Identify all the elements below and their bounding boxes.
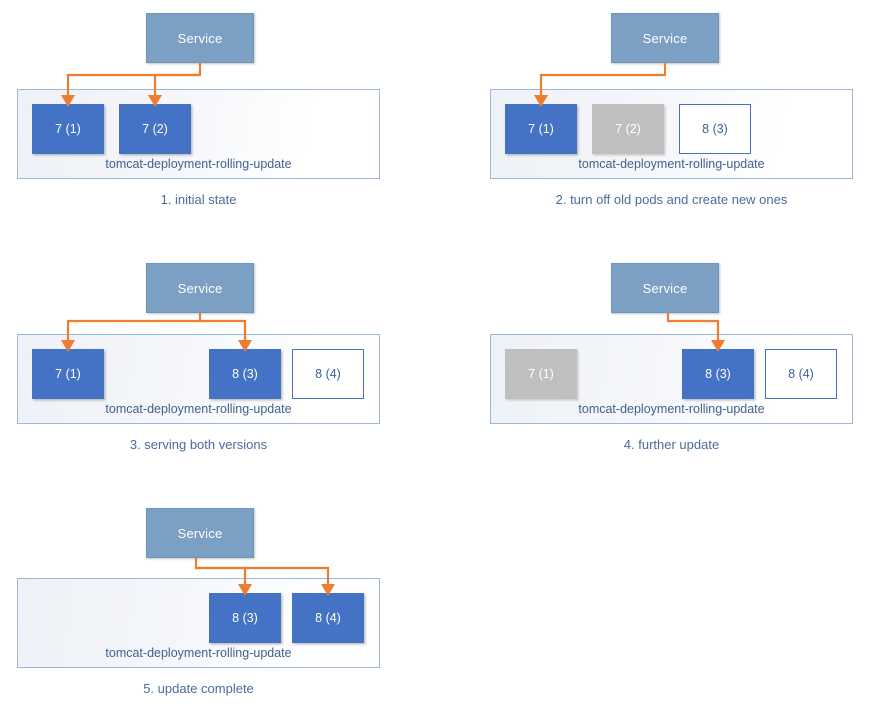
pod-8-4[interactable]: 8 (4) [765,349,837,399]
service-box[interactable]: Service [611,13,719,63]
panel-caption: 2. turn off old pods and create new ones [490,192,853,207]
deployment-label: tomcat-deployment-rolling-update [578,402,765,416]
pod-label: 7 (1) [528,122,554,136]
service-label: Service [177,280,223,296]
pod-8-3[interactable]: 8 (3) [209,349,281,399]
service-box[interactable]: Service [146,13,254,63]
deployment-label: tomcat-deployment-rolling-update [105,402,292,416]
pod-label: 8 (4) [788,367,814,381]
deployment-container: tomcat-deployment-rolling-update [490,89,853,179]
service-label: Service [177,525,223,541]
pod-7-1[interactable]: 7 (1) [505,104,577,154]
service-label: Service [642,280,688,296]
pod-7-1[interactable]: 7 (1) [505,349,577,399]
panel-caption: 5. update complete [17,681,380,696]
deployment-label: tomcat-deployment-rolling-update [105,157,292,171]
pod-label: 8 (3) [705,367,731,381]
pod-7-2[interactable]: 7 (2) [119,104,191,154]
caption-text: 1. initial state [160,192,237,207]
pod-label: 7 (2) [142,122,168,136]
panel-caption: 3. serving both versions [17,437,380,452]
caption-text: 3. serving both versions [129,437,268,452]
pod-8-4[interactable]: 8 (4) [292,349,364,399]
pod-label: 7 (2) [615,122,641,136]
pod-7-1[interactable]: 7 (1) [32,104,104,154]
caption-text: 2. turn off old pods and create new ones [555,192,788,207]
pod-8-4[interactable]: 8 (4) [292,593,364,643]
panel-caption: 1. initial state [17,192,380,207]
service-label: Service [177,30,223,46]
pod-label: 8 (3) [702,122,728,136]
pod-label: 8 (3) [232,611,258,625]
pod-label: 7 (1) [55,122,81,136]
caption-text: 5. update complete [143,681,254,696]
service-box[interactable]: Service [146,508,254,558]
pod-8-3[interactable]: 8 (3) [209,593,281,643]
service-label: Service [642,30,688,46]
pod-7-2[interactable]: 7 (2) [592,104,664,154]
pod-label: 8 (3) [232,367,258,381]
pod-8-3[interactable]: 8 (3) [679,104,751,154]
deployment-label: tomcat-deployment-rolling-update [105,646,292,660]
pod-label: 8 (4) [315,611,341,625]
pod-7-1[interactable]: 7 (1) [32,349,104,399]
service-box[interactable]: Service [146,263,254,313]
panel-caption: 4. further update [490,437,853,452]
caption-text: 4. further update [623,437,720,452]
pod-label: 7 (1) [55,367,81,381]
deployment-label: tomcat-deployment-rolling-update [578,157,765,171]
pod-label: 8 (4) [315,367,341,381]
pod-8-3[interactable]: 8 (3) [682,349,754,399]
service-box[interactable]: Service [611,263,719,313]
pod-label: 7 (1) [528,367,554,381]
